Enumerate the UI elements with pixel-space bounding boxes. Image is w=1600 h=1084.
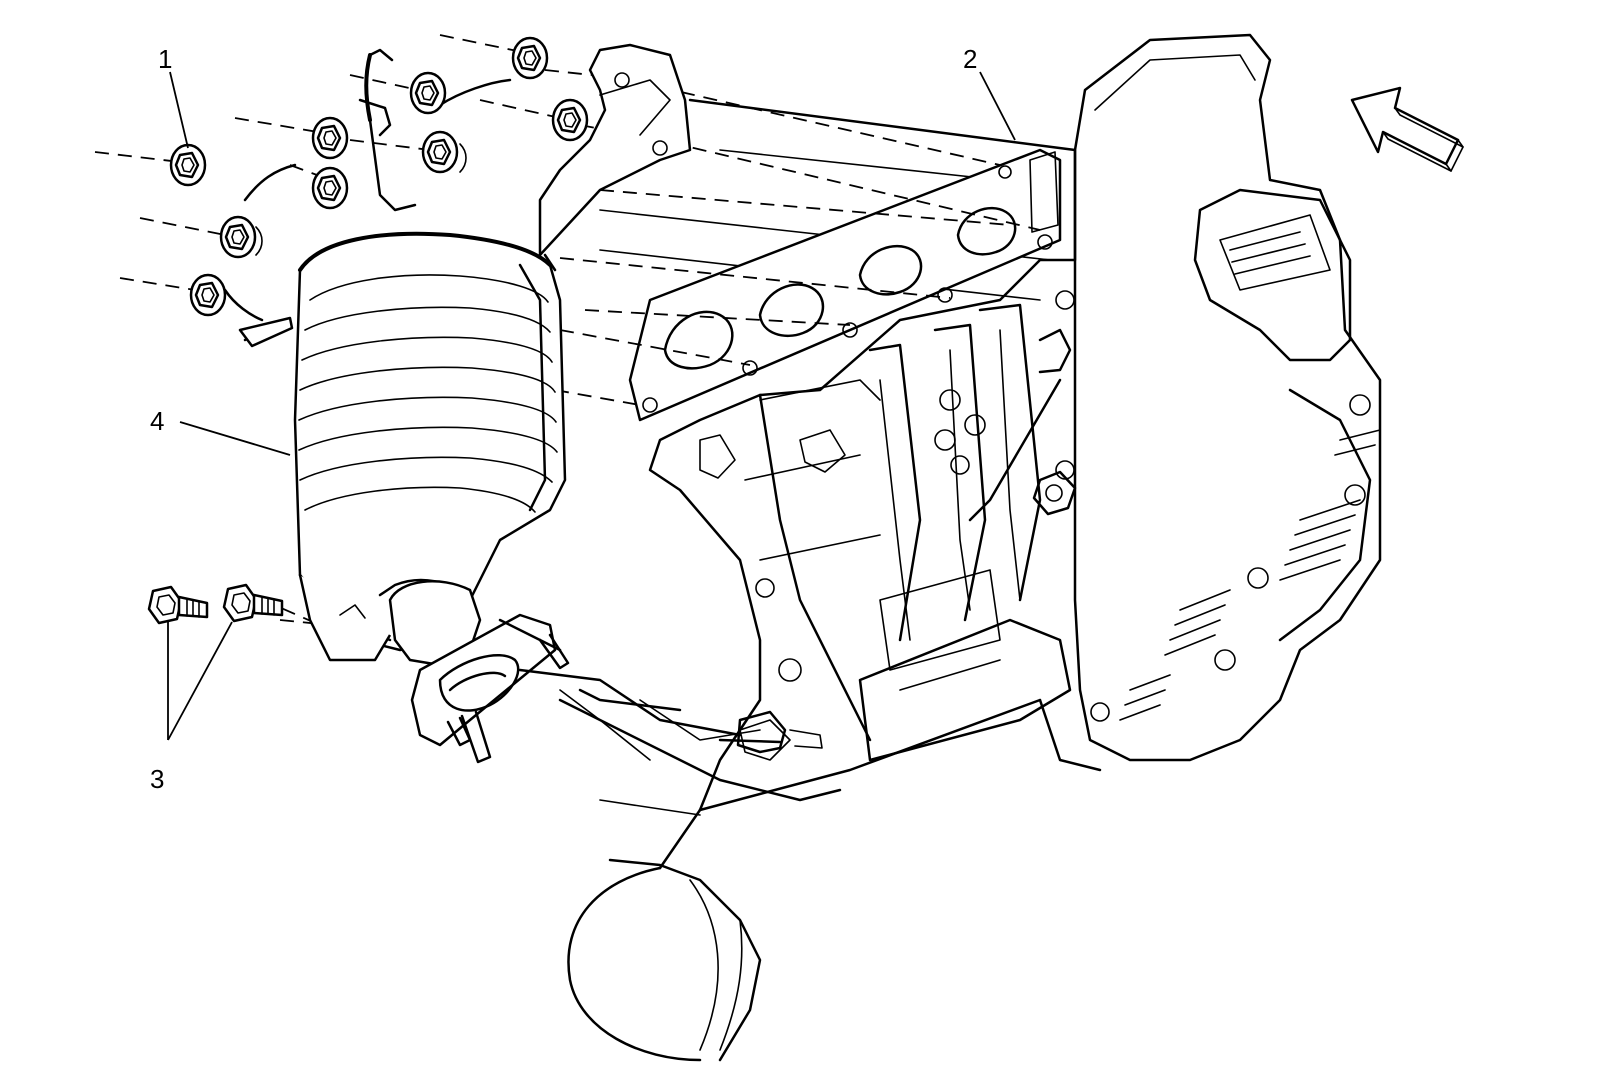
manifold-gasket: [628, 148, 1062, 422]
nut: [219, 215, 263, 259]
nut: [511, 36, 549, 80]
callout-3: 3: [150, 764, 164, 794]
nut: [551, 98, 589, 142]
manifold-nuts: [169, 36, 589, 317]
nut: [311, 116, 349, 160]
catalytic-converter: [238, 43, 692, 764]
callout-leaders: [167, 71, 1016, 741]
nut: [311, 166, 349, 210]
callout-1: 1: [158, 44, 172, 74]
callout-labels: 1 2 3 4: [150, 44, 977, 794]
side-housing: [1038, 33, 1382, 772]
nut: [409, 71, 447, 115]
nut: [189, 273, 227, 317]
oil-filter: [567, 808, 762, 1062]
nut: [421, 130, 467, 174]
engine-block: [558, 98, 1077, 816]
bolt: [222, 583, 284, 623]
callout-2: 2: [963, 44, 977, 74]
callout-4: 4: [150, 406, 164, 436]
direction-arrow-icon: [1350, 86, 1464, 172]
heat-shield-wire: [223, 48, 512, 322]
pipe-bracket: [518, 668, 823, 754]
bracket-bolts: [147, 583, 284, 625]
bolt: [147, 585, 209, 625]
nut: [169, 143, 207, 187]
